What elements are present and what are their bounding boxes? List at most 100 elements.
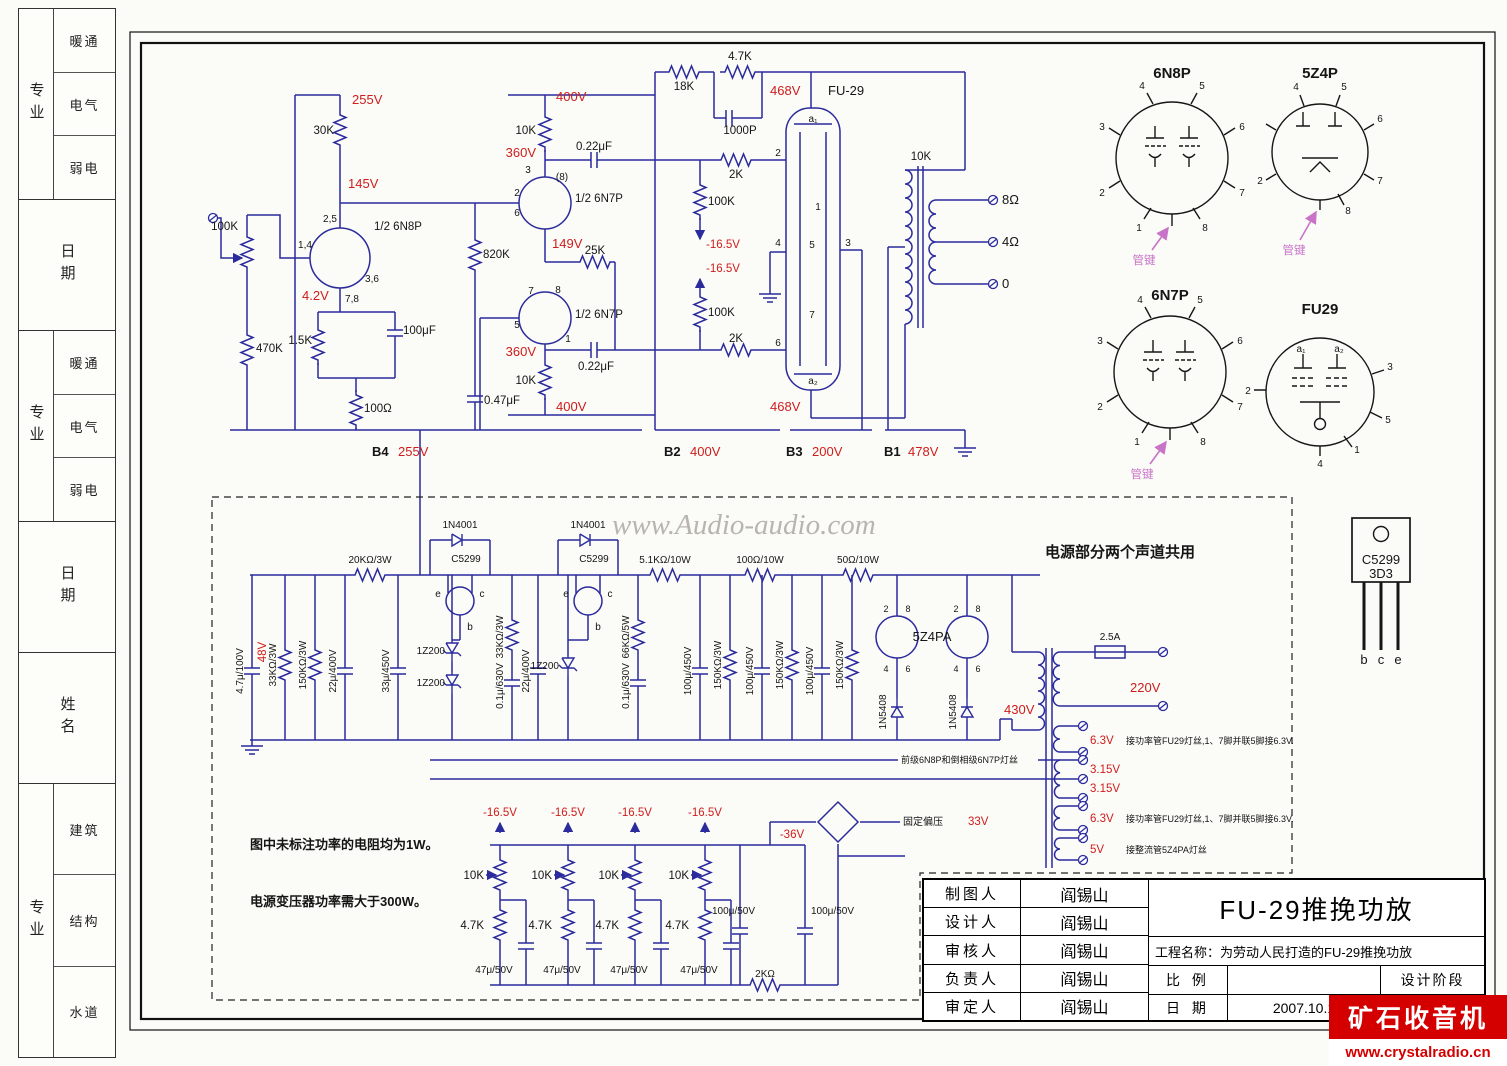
part-label: 2.5A (1100, 632, 1121, 643)
wire (250, 539, 1040, 641)
part-label: 1.5K (288, 335, 312, 347)
pin-label: 2 (514, 188, 520, 199)
pin-label: 1 (1134, 437, 1140, 448)
output-transformer-primary (904, 169, 913, 325)
capacitor (813, 659, 831, 683)
voltage-label: 255V (398, 444, 429, 459)
pin-label: 1 (1354, 445, 1360, 456)
power-supply-section (211, 496, 1293, 1001)
pinout-title: FU29 (1302, 301, 1339, 318)
discipline-cell: 暖通 (54, 331, 115, 395)
title-block-project: FU-29推挽功放 工程名称：为劳动人民打造的FU-29推挽功放 比 例 设计阶… (1149, 880, 1484, 1020)
part-label: 1/2 6N7P (575, 193, 623, 205)
resistor (349, 389, 363, 431)
part-label: 2K (729, 169, 743, 181)
part-label: 1Z200 (531, 661, 560, 672)
key-label: 管键 (1283, 243, 1306, 257)
part-label: 4.7K (528, 920, 552, 932)
triode-glyph (1178, 125, 1201, 168)
resistor (278, 644, 292, 686)
part-label: 4.7K (595, 920, 619, 932)
voltage-label: -16.5V (706, 239, 740, 251)
pinout-labels: 6N8P 4 5 3 6 2 7 1 8 管键 5Z4P 4 5 6 2 7 8… (1097, 65, 1401, 667)
diode (960, 697, 974, 721)
capacitor (389, 659, 407, 683)
resistor (468, 234, 482, 276)
title-block-people: 制图人阎锡山 设计人阎锡山 审核人阎锡山 负责人阎锡山 审定人阎锡山 (924, 880, 1149, 1021)
note-label: 接功率管FU29灯丝,1、7脚并联5脚接6.3V. (1126, 735, 1294, 746)
key-label: 管键 (1133, 253, 1156, 267)
part-label: 22μ/400V (328, 649, 339, 692)
wire (896, 575, 1038, 740)
pin-label: 1,4 (298, 240, 312, 251)
voltage-label: 145V (348, 176, 379, 191)
zener-diode (442, 639, 462, 663)
part-label: 10K (516, 125, 537, 137)
part-label: 10K (464, 870, 485, 882)
pin-label: (8) (556, 172, 568, 183)
ground-icon (240, 739, 264, 755)
pinout-5z4p (1271, 103, 1369, 201)
voltage-label: 478V (908, 444, 939, 459)
pin-label: 8 (975, 604, 980, 614)
date-label: 日 期 (1149, 995, 1228, 1020)
part-label: 100K (708, 196, 735, 208)
tube-6n7p-upper (518, 176, 572, 230)
resistor (308, 644, 322, 686)
pin-stubs (1254, 369, 1385, 456)
part-label: 1Z200 (417, 646, 446, 657)
pin-label: b (1360, 652, 1367, 667)
pin-label: 5 (1197, 295, 1203, 306)
part-label: 10K (669, 870, 690, 882)
pin-stubs (1265, 94, 1375, 210)
winding-terminal-icon (1077, 720, 1089, 732)
discipline-block: 专业 暖通 电气 弱电 (19, 331, 115, 522)
note-label: 接功率管FU29灯丝,1、7脚并联5脚接6.3V. (1126, 813, 1294, 824)
triode-glyph (1142, 339, 1165, 382)
part-label: 0.22μF (576, 141, 612, 153)
discipline-cell: 弱电 (69, 483, 100, 499)
part-label: 3D3 (1369, 566, 1393, 581)
pin-label: 4 (775, 238, 781, 249)
part-label: 100μ/50V (712, 906, 755, 917)
fu29-key-circle (1313, 417, 1327, 431)
resistor (333, 109, 347, 151)
pin-label: 1 (565, 334, 571, 345)
voltage-label: 33V (968, 816, 989, 828)
part-label: 100Ω/10W (736, 555, 784, 566)
part-label: 150KΩ/3W (775, 640, 786, 689)
pinout-title: 5Z4P (1302, 65, 1338, 82)
triode-glyph (1144, 125, 1167, 168)
part-label: 100μ/50V (811, 906, 854, 917)
pinout-6n7p (1113, 315, 1227, 429)
pin-label: c (1378, 652, 1385, 667)
part-label: 30K (314, 125, 335, 137)
capacitor (652, 934, 670, 958)
voltage-label: 400V (556, 89, 587, 104)
c5299-legs (1362, 582, 1400, 650)
rail-label: B1 (884, 444, 901, 459)
pin-label: 3 (525, 165, 531, 176)
discipline-cell: 电气 (54, 73, 115, 137)
part-label: 2KΩ (755, 969, 775, 980)
discipline-label: 专业 (19, 331, 54, 521)
part-label: 100μF (403, 325, 436, 337)
voltage-label: 48V (257, 641, 269, 662)
pin-label: b (595, 622, 601, 633)
project-name: 工程名称：为劳动人民打造的FU-29推挽功放 (1149, 937, 1484, 966)
discipline-strip: 专业 暖通 电气 弱电 日期 专业 暖通 电气 弱电 日期 姓名 专业 建筑 结… (18, 8, 116, 1058)
discipline-label: 专业 (19, 784, 54, 1057)
pin-label: 4 (1293, 82, 1299, 93)
part-label: 22μ/400V (521, 649, 532, 692)
transistor-c5299 (573, 586, 603, 616)
voltage-label: 3.15V (1090, 783, 1120, 795)
role-label: 制图人 (924, 880, 1021, 908)
resistor (723, 644, 737, 686)
capacitor (585, 934, 603, 958)
pin-label: 2 (1245, 386, 1251, 397)
capacitor (582, 151, 606, 169)
note-backer (898, 753, 1038, 766)
note-label: 图中未标注功率的电阻均为1W。 (250, 837, 439, 852)
part-label: 1000P (723, 125, 757, 137)
psu-transformer-filaments (1052, 725, 1061, 861)
